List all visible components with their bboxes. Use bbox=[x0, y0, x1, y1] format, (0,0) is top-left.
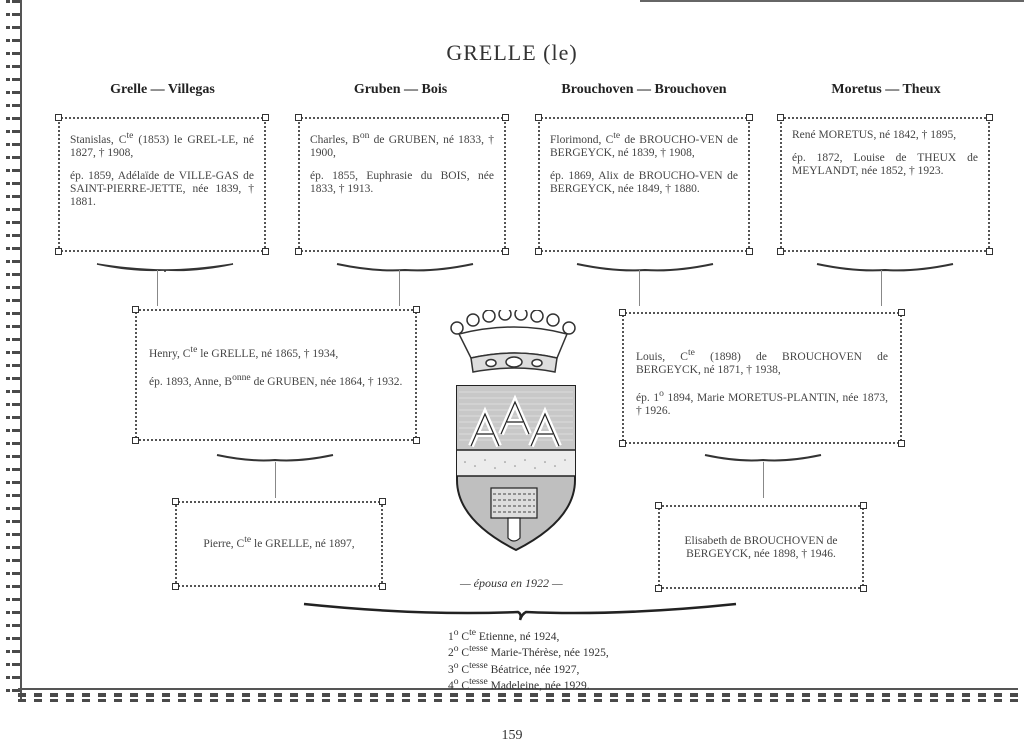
connector-line-2 bbox=[399, 270, 400, 306]
child-entry: 4o Ctesse Madeleine, née 1929. bbox=[448, 675, 590, 692]
ancestor-box-moretus-theux: René MORETUS, né 1842, † 1895, ép. 1872,… bbox=[777, 114, 993, 255]
brace-4 bbox=[816, 263, 954, 272]
connector-line-6 bbox=[763, 462, 764, 498]
connector-line-1 bbox=[157, 270, 158, 306]
marriage-caption: — épousa en 1922 — bbox=[460, 576, 563, 590]
column-heading-3: Brouchoven — Brouchoven bbox=[561, 82, 727, 97]
parent-husband: Louis, Cte (1898) de BROUCHOVEN de BERGE… bbox=[636, 347, 888, 376]
ancestor-husband: Stanislas, Cte (1853) le GREL-LE, né 182… bbox=[70, 130, 255, 159]
child-box-pierre: Pierre, Cte le GRELLE, né 1897, bbox=[172, 498, 386, 590]
brace-5 bbox=[216, 454, 334, 462]
ancestor-wife: ép. 1869, Alix de BROUCHO-VEN de BERGEYC… bbox=[550, 169, 738, 195]
connector-line-3 bbox=[639, 270, 640, 306]
parent-wife: ép. 1o 1894, Marie MORETUS-PLANTIN, née … bbox=[636, 387, 889, 417]
ancestor-box-brouchoven: Florimond, Cte de BROUCHO-VEN de BERGEYC… bbox=[535, 114, 753, 255]
ancestor-box-gruben-bois: Charles, Bon de GRUBEN, né 1833, † 1900,… bbox=[295, 114, 509, 255]
column-heading-2: Gruben — Bois bbox=[353, 82, 448, 97]
ancestor-box-grelle-villegas: Stanislas, Cte (1853) le GREL-LE, né 182… bbox=[55, 114, 269, 255]
decorative-border-bottom bbox=[18, 688, 1018, 706]
coat-of-arms-icon bbox=[450, 310, 576, 552]
column-heading-4: Moretus — Theux bbox=[831, 82, 941, 97]
child-name: Pierre, Cte le GRELLE, né 1897, bbox=[203, 534, 355, 550]
brace-6 bbox=[704, 454, 822, 462]
children-list: 1o Cte Etienne, né 1924, 2o Ctesse Marie… bbox=[448, 627, 609, 692]
child-box-elisabeth: Elisabeth de BROUCHOVEN de BERGEYCK, née… bbox=[655, 502, 867, 592]
child-entry: 2o Ctesse Marie-Thérèse, née 1925, bbox=[448, 643, 609, 660]
connector-line-5 bbox=[275, 462, 276, 498]
border-line-bottom bbox=[18, 688, 1018, 690]
brace-1 bbox=[96, 263, 234, 272]
parent-box-brouchoven: Louis, Cte (1898) de BROUCHOVEN de BERGE… bbox=[619, 309, 905, 447]
child-entry: 3o Ctesse Béatrice, née 1927, bbox=[448, 659, 580, 676]
ancestor-wife: ép. 1855, Euphrasie du BOIS, née 1833, †… bbox=[310, 169, 494, 195]
ancestor-wife: ép. 1872, Louise de THEUX de MEYLANDT, n… bbox=[792, 152, 978, 177]
brace-children bbox=[303, 602, 737, 621]
brace-3 bbox=[576, 263, 714, 272]
parent-husband: Henry, Cte le GRELLE, né 1865, † 1934, bbox=[149, 344, 339, 360]
brace-2 bbox=[336, 263, 474, 272]
child-entry: 1o Cte Etienne, né 1924, bbox=[448, 627, 560, 643]
page-title: GRELLE (le) bbox=[446, 40, 578, 65]
child-name: Elisabeth de BROUCHOVEN de BERGEYCK, née… bbox=[684, 535, 838, 560]
parent-box-grelle: Henry, Cte le GRELLE, né 1865, † 1934, é… bbox=[132, 306, 420, 444]
ancestor-husband: Charles, Bon de GRUBEN, né 1833, † 1900, bbox=[310, 130, 494, 159]
ancestor-husband: Florimond, Cte de BROUCHO-VEN de BERGEYC… bbox=[550, 130, 738, 159]
column-heading-1: Grelle — Villegas bbox=[110, 82, 215, 97]
ancestor-wife: ép. 1859, Adélaïde de VILLE-GAS de SAINT… bbox=[70, 169, 254, 208]
decorative-border-left bbox=[0, 0, 22, 700]
ancestor-husband: René MORETUS, né 1842, † 1895, bbox=[792, 129, 957, 141]
page-number: 159 bbox=[501, 728, 523, 743]
border-line-left bbox=[20, 0, 22, 700]
connector-line-4 bbox=[881, 270, 882, 306]
border-line-top bbox=[640, 0, 1024, 2]
parent-wife: ép. 1893, Anne, Bonne de GRUBEN, née 186… bbox=[149, 371, 403, 388]
